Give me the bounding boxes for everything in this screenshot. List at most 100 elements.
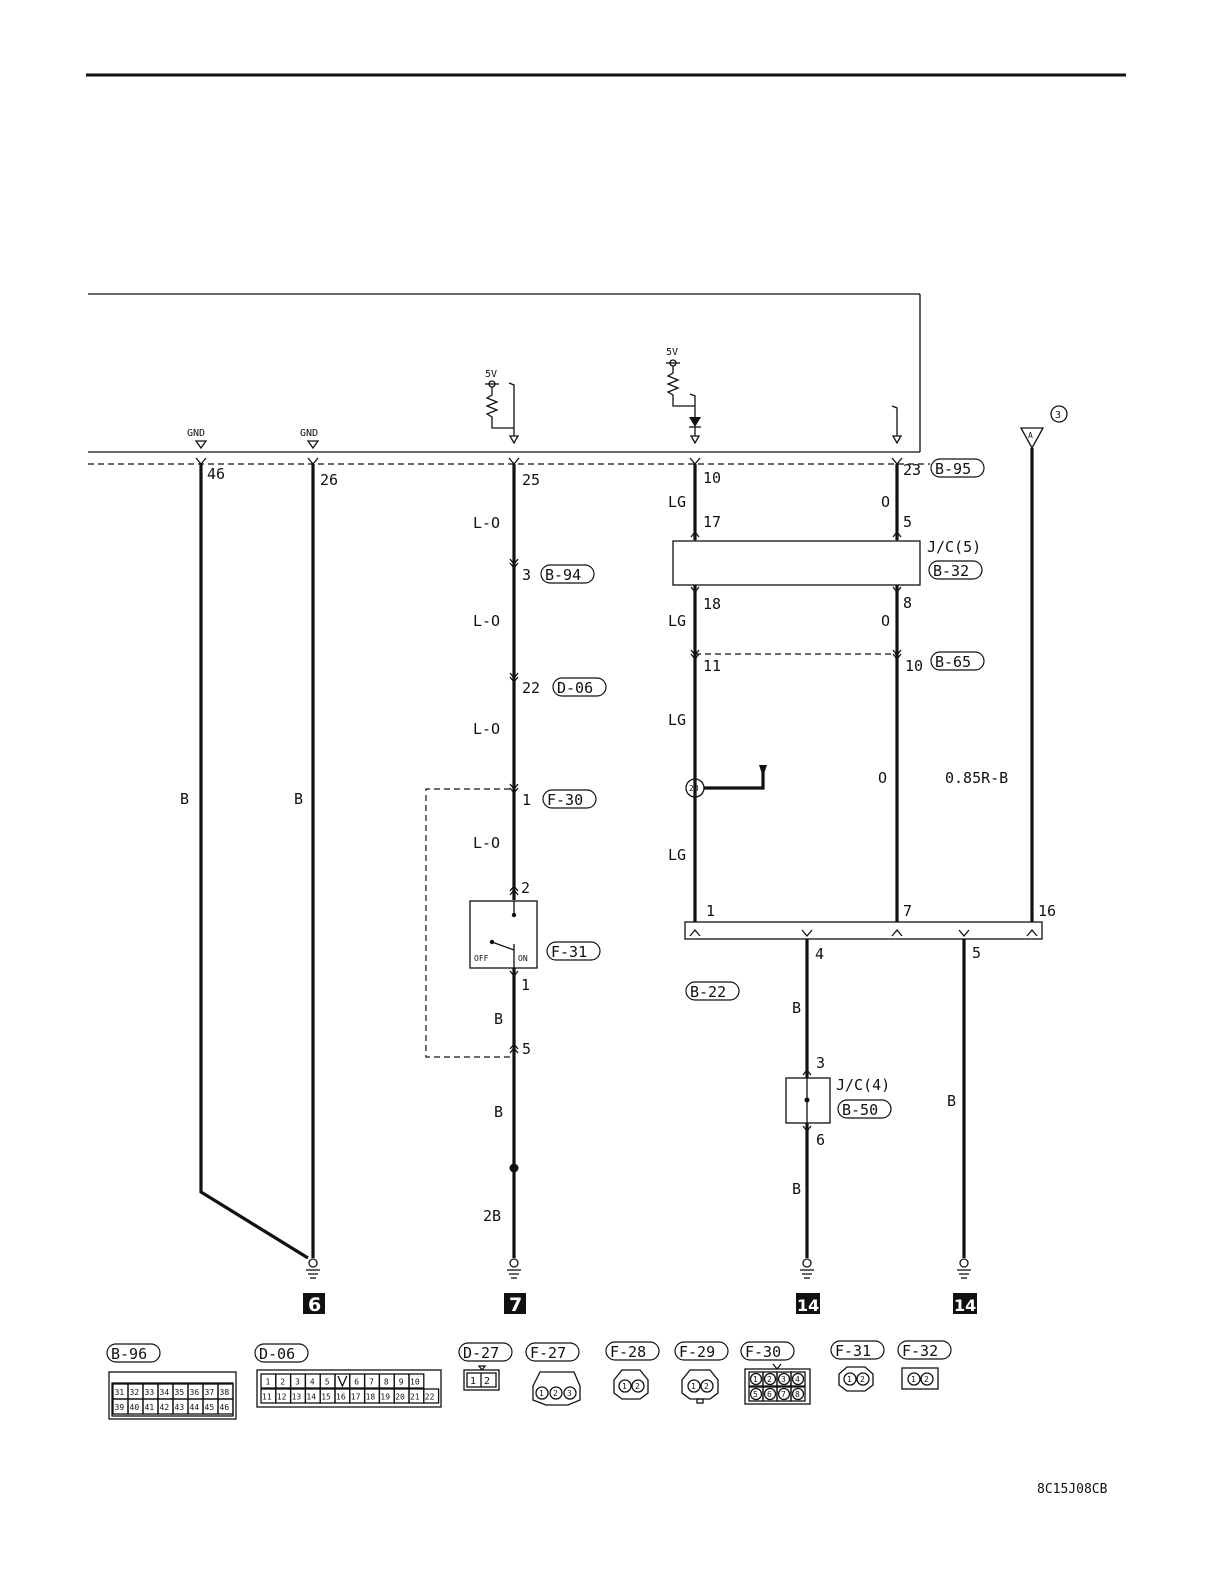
pin-number: 46 bbox=[220, 1403, 230, 1412]
pin-number: 7 bbox=[369, 1378, 374, 1387]
pin-circle bbox=[749, 1387, 763, 1401]
svg-text:2: 2 bbox=[924, 1375, 929, 1384]
svg-text:D-06: D-06 bbox=[259, 1345, 295, 1363]
svg-text:7: 7 bbox=[903, 902, 912, 920]
ground-14-a: 14 bbox=[796, 1258, 820, 1315]
connector-tag-f30: F-30 bbox=[547, 791, 583, 809]
wire-26: B bbox=[294, 457, 319, 1258]
svg-text:1: 1 bbox=[847, 1375, 852, 1384]
ground-6: 6 bbox=[303, 1258, 325, 1316]
pin-circle bbox=[763, 1372, 777, 1386]
svg-text:LG: LG bbox=[668, 711, 686, 729]
svg-text:1: 1 bbox=[911, 1375, 916, 1384]
svg-text:5: 5 bbox=[522, 1040, 531, 1058]
svg-text:B: B bbox=[494, 1010, 503, 1028]
svg-text:22: 22 bbox=[522, 679, 540, 697]
wire-23-column: O 5 8 O 10 O 7 bbox=[878, 457, 923, 922]
svg-text:B: B bbox=[180, 790, 189, 808]
svg-text:2B: 2B bbox=[483, 1207, 501, 1225]
svg-text:LG: LG bbox=[668, 612, 686, 630]
pin-cell bbox=[217, 1398, 234, 1415]
jc4-label: J/C(4) bbox=[836, 1076, 890, 1094]
pin-number: 3 bbox=[781, 1375, 786, 1384]
connector-view-f32: F-32 1 2 bbox=[897, 1340, 952, 1390]
pin-number: 7 bbox=[781, 1390, 786, 1399]
svg-text:1: 1 bbox=[470, 1376, 476, 1387]
pin-number: 40 bbox=[130, 1403, 140, 1412]
pin-circle bbox=[763, 1387, 777, 1401]
pin-cell bbox=[408, 1373, 425, 1389]
connector-view-f29: F-29 1 2 bbox=[674, 1341, 729, 1404]
pin-number: 38 bbox=[220, 1388, 230, 1397]
svg-text:1: 1 bbox=[691, 1382, 696, 1391]
pin-number: 14 bbox=[306, 1393, 316, 1402]
svg-text:F-30: F-30 bbox=[745, 1343, 781, 1361]
svg-text:B-96: B-96 bbox=[111, 1345, 147, 1363]
svg-text:LG: LG bbox=[668, 846, 686, 864]
gnd-label: GND bbox=[187, 428, 205, 439]
pin-23: 23 bbox=[903, 461, 921, 479]
svg-text:O: O bbox=[878, 769, 887, 787]
svg-text:B: B bbox=[294, 790, 303, 808]
pin-number: 8 bbox=[795, 1390, 800, 1399]
svg-text:L-O: L-O bbox=[473, 834, 500, 852]
pin-circle bbox=[749, 1372, 763, 1386]
svg-text:1: 1 bbox=[522, 791, 531, 809]
pin-circle bbox=[777, 1372, 791, 1386]
ground-14-b: 14 bbox=[953, 1258, 977, 1315]
pin-number: 5 bbox=[753, 1390, 758, 1399]
pin-number: 21 bbox=[410, 1393, 420, 1402]
pin-number: 2 bbox=[280, 1378, 285, 1387]
reference-a: A 3 0.85R-B 16 bbox=[945, 405, 1068, 922]
key-mark bbox=[337, 1375, 348, 1388]
pin-46: 46 bbox=[207, 465, 225, 483]
pin-circle bbox=[777, 1387, 791, 1401]
ecu-gnd-26: GND bbox=[300, 428, 320, 450]
connector-view-f27: F-27 1 2 3 bbox=[525, 1342, 581, 1406]
svg-text:2: 2 bbox=[484, 1376, 490, 1387]
connector-tag-b50: B-50 bbox=[842, 1101, 878, 1119]
switch-on-label: ON bbox=[518, 954, 528, 963]
pin-26: 26 bbox=[320, 471, 338, 489]
supply-label: 5V bbox=[485, 369, 497, 380]
svg-text:5: 5 bbox=[903, 513, 912, 531]
pin-number: 3 bbox=[295, 1378, 300, 1387]
pin-number: 13 bbox=[292, 1393, 302, 1402]
svg-text:17: 17 bbox=[703, 513, 721, 531]
pin-number: 6 bbox=[354, 1378, 359, 1387]
pin-number: 1 bbox=[266, 1378, 271, 1387]
pin-10: 10 bbox=[703, 469, 721, 487]
pin-circle bbox=[791, 1372, 805, 1386]
pin-number: 33 bbox=[145, 1388, 155, 1397]
pin-number: 36 bbox=[190, 1388, 200, 1397]
pin-number: 42 bbox=[160, 1403, 170, 1412]
svg-text:4: 4 bbox=[815, 945, 824, 963]
svg-text:F-31: F-31 bbox=[835, 1342, 871, 1360]
svg-text:F-27: F-27 bbox=[530, 1344, 566, 1362]
svg-text:F-29: F-29 bbox=[679, 1343, 715, 1361]
svg-text:D-27: D-27 bbox=[463, 1344, 499, 1362]
svg-text:11: 11 bbox=[703, 657, 721, 675]
gnd-label: GND bbox=[300, 428, 318, 439]
connector-tag-b94: B-94 bbox=[545, 566, 581, 584]
pin-number: 37 bbox=[205, 1388, 215, 1397]
svg-text:6: 6 bbox=[308, 1294, 321, 1316]
pin-number: 2 bbox=[767, 1375, 772, 1384]
pin-number: 17 bbox=[351, 1393, 361, 1402]
pullup-10: 5V bbox=[666, 347, 701, 445]
pin-number: 6 bbox=[767, 1390, 772, 1399]
connector-tag-f31: F-31 bbox=[551, 943, 587, 961]
pin-number: 43 bbox=[175, 1403, 185, 1412]
svg-text:18: 18 bbox=[703, 595, 721, 613]
wire-46: B bbox=[180, 457, 309, 1260]
svg-text:14: 14 bbox=[954, 1296, 976, 1315]
svg-text:3: 3 bbox=[1055, 410, 1061, 421]
svg-text:0.85R-B: 0.85R-B bbox=[945, 769, 1008, 787]
pin-number: 12 bbox=[277, 1393, 287, 1402]
pin-number: 9 bbox=[399, 1378, 404, 1387]
svg-text:B-65: B-65 bbox=[935, 653, 971, 671]
diagram-code: 8C15J08CB bbox=[1037, 1482, 1108, 1497]
